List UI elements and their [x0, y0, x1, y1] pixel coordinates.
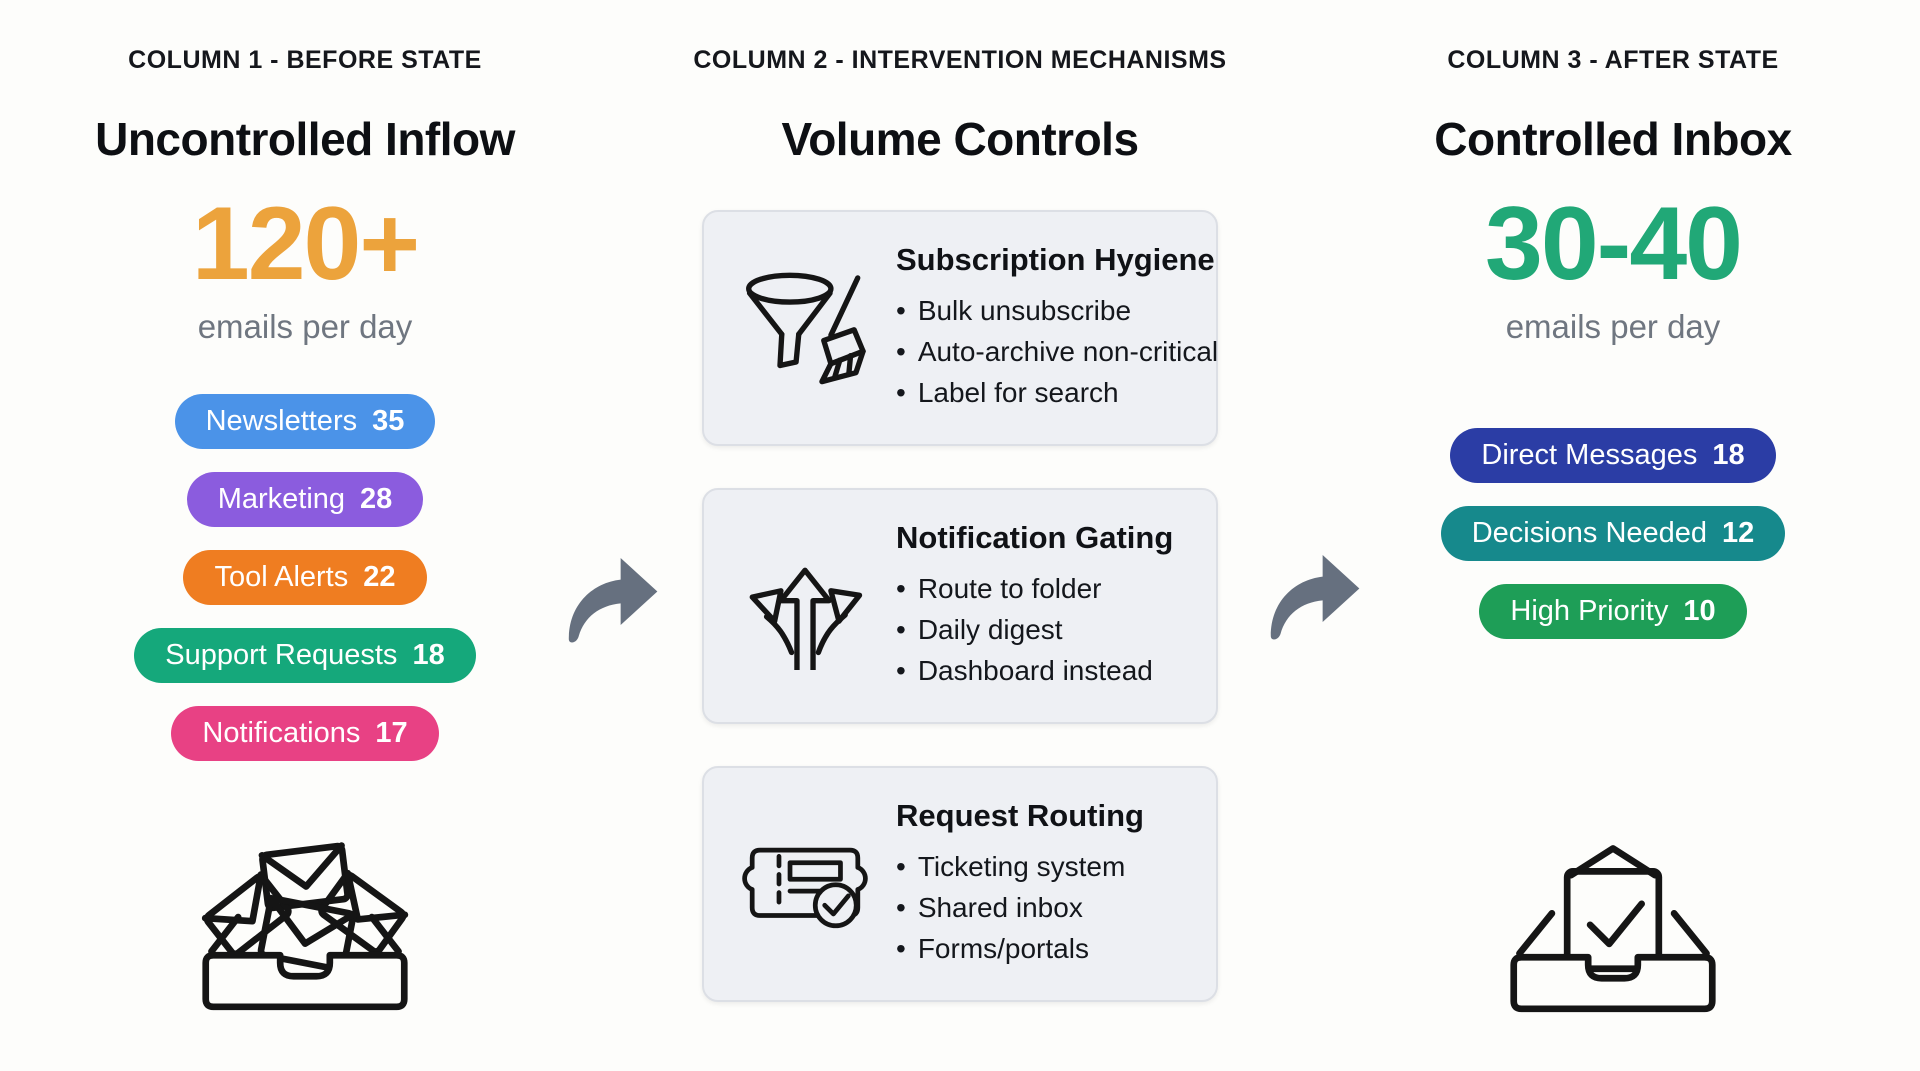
before-pills: Newsletters 35 Marketing 28 Tool Alerts …: [134, 393, 476, 761]
category-pill: Direct Messages 18: [1450, 427, 1776, 483]
intervention-card: Subscription Hygiene Bulk unsubscribe Au…: [702, 209, 1218, 446]
overflowing-inbox-icon: [200, 823, 410, 1020]
pill-count: 18: [1712, 438, 1745, 471]
kicker: COLUMN 2 - INTERVENTION MECHANISMS: [693, 46, 1227, 74]
card-bullet: Route to folder: [896, 568, 1173, 609]
pill-label: Direct Messages: [1481, 438, 1698, 471]
pill-label: Newsletters: [205, 404, 358, 437]
card-bullet: Daily digest: [896, 609, 1173, 650]
card-title: Notification Gating: [896, 520, 1174, 556]
metric-value: 30-40: [1485, 185, 1743, 302]
column-before: COLUMN 1 - BEFORE STATE Uncontrolled Inf…: [40, 0, 570, 1020]
card-bullet: Dashboard instead: [896, 650, 1173, 691]
pill-label: Marketing: [217, 482, 346, 515]
pill-count: 10: [1683, 594, 1716, 627]
category-pill: Support Requests 18: [134, 627, 476, 683]
intervention-cards: Subscription Hygiene Bulk unsubscribe Au…: [702, 209, 1218, 1002]
category-pill: High Priority 10: [1479, 583, 1747, 639]
metric-unit: emails per day: [1505, 307, 1721, 345]
card-bullet: Ticketing system: [896, 846, 1144, 887]
intervention-card: Notification Gating Route to folder Dail…: [702, 487, 1218, 724]
card-bullet: Bulk unsubscribe: [896, 290, 1218, 331]
arrow-shape: [1270, 555, 1360, 640]
card-title: Subscription Hygiene: [896, 242, 1215, 278]
category-pill: Notifications 17: [171, 705, 439, 761]
card-bullet: Label for search: [896, 372, 1218, 413]
funnel-broom-icon: [738, 264, 872, 392]
card-bullet: Forms/portals: [896, 928, 1144, 969]
column-title: Uncontrolled Inflow: [95, 113, 515, 165]
pill-label: Notifications: [202, 716, 361, 749]
column-title: Volume Controls: [781, 113, 1139, 165]
pill-count: 18: [412, 638, 445, 671]
pill-label: Tool Alerts: [214, 560, 349, 593]
metric-value: 120+: [191, 185, 420, 302]
flow-arrow-icon: [558, 544, 666, 657]
inbox-check-icon: [1508, 825, 1718, 1022]
pill-count: 28: [360, 482, 393, 515]
pill-count: 35: [372, 404, 405, 437]
column-title: Controlled Inbox: [1434, 113, 1792, 165]
pill-count: 12: [1722, 516, 1755, 549]
card-title: Request Routing: [896, 798, 1144, 834]
ticket-check-icon: [738, 832, 872, 936]
pill-count: 22: [363, 560, 396, 593]
pill-label: Support Requests: [165, 638, 398, 671]
after-pills: Direct Messages 18 Decisions Needed 12 H…: [1440, 427, 1786, 639]
flow-arrow-icon: [1260, 541, 1368, 654]
category-pill: Tool Alerts 22: [183, 549, 427, 605]
category-pill: Newsletters 35: [174, 393, 436, 449]
category-pill: Decisions Needed 12: [1440, 505, 1786, 561]
column-interventions: COLUMN 2 - INTERVENTION MECHANISMS Volum…: [640, 0, 1280, 1002]
card-bullet: Shared inbox: [896, 887, 1144, 928]
kicker: COLUMN 3 - AFTER STATE: [1447, 46, 1779, 74]
category-pill: Marketing 28: [186, 471, 424, 527]
kicker: COLUMN 1 - BEFORE STATE: [128, 46, 482, 74]
branching-arrows-icon: [738, 542, 872, 670]
column-after: COLUMN 3 - AFTER STATE Controlled Inbox …: [1346, 0, 1880, 1022]
pill-count: 17: [375, 716, 408, 749]
intervention-card: Request Routing Ticketing system Shared …: [702, 765, 1218, 1002]
pill-label: Decisions Needed: [1471, 516, 1708, 549]
card-bullet: Auto-archive non-critical: [896, 331, 1218, 372]
metric-unit: emails per day: [197, 307, 413, 345]
pill-label: High Priority: [1510, 594, 1669, 627]
arrow-shape: [568, 558, 658, 643]
